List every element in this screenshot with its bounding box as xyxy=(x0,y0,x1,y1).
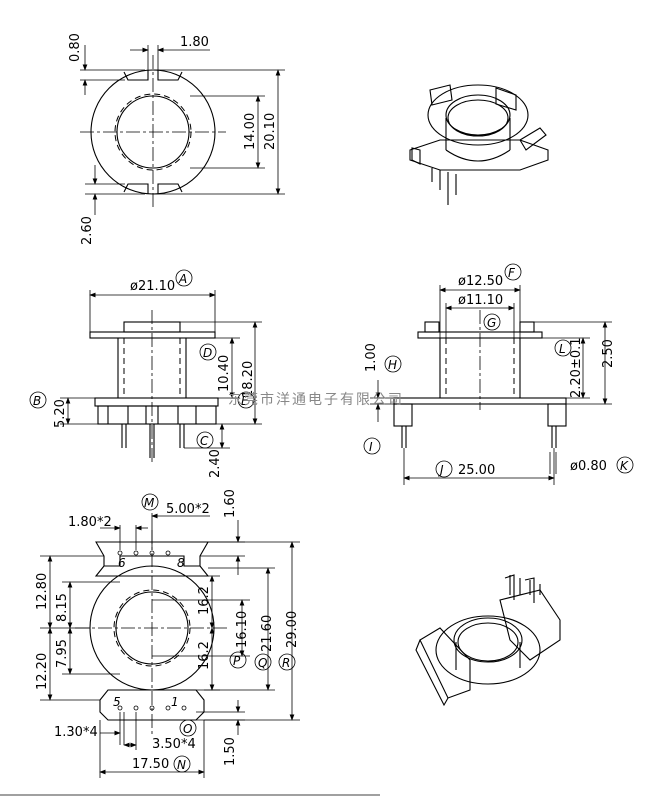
dim-21-60: 21.60 xyxy=(260,615,275,652)
bottom-view: 6 8 5 1 1.80*2 5.00*2 M 1.60 12.80 12.20… xyxy=(35,489,300,778)
label-r: R xyxy=(282,656,290,670)
dim-dia-21-10: ø21.10 xyxy=(130,279,175,294)
isometric-view-bottom xyxy=(415,574,561,707)
label-i: I xyxy=(369,440,373,454)
dim-3-50x4: 3.50*4 xyxy=(152,737,196,752)
label-b: B xyxy=(33,394,41,408)
pin-number-6: 6 xyxy=(118,556,126,570)
dim-16-2-top: 16.2 xyxy=(197,586,212,615)
label-l: L xyxy=(559,342,566,356)
watermark-text: 东莞市洋通电子有限公司 xyxy=(228,391,404,408)
label-a: A xyxy=(178,272,187,286)
label-m: M xyxy=(144,496,155,510)
dim-1-50: 1.50 xyxy=(223,737,238,766)
isometric-view-top xyxy=(409,84,549,205)
dim-5-00x2: 5.00*2 xyxy=(166,502,210,517)
label-n: N xyxy=(177,758,186,772)
dim-29-00: 29.00 xyxy=(285,611,300,648)
label-p: P xyxy=(233,654,241,668)
dim-dia-0-80: ø0.80 xyxy=(570,459,607,474)
dim-1-60: 1.60 xyxy=(223,489,238,518)
label-f: F xyxy=(508,266,516,280)
label-h: H xyxy=(388,358,397,372)
dim-18-20: 18.20 xyxy=(241,361,256,398)
pin-number-5: 5 xyxy=(113,695,121,709)
side-view: ø12.50 F ø11.10 G 1.00 H 2.20±0.1 L 2.50… xyxy=(363,263,634,485)
dim-1-00: 1.00 xyxy=(364,343,379,372)
dim-5-20: 5.20 xyxy=(53,399,68,428)
dim-1-80x2: 1.80*2 xyxy=(68,515,112,530)
label-j: J xyxy=(438,463,444,477)
dim-12-80: 12.80 xyxy=(35,573,50,610)
dim-17-50: 17.50 xyxy=(132,757,169,772)
dim-14-00: 14.00 xyxy=(243,113,258,150)
dim-1-30x4: 1.30*4 xyxy=(54,725,98,740)
dim-16-10: 16.10 xyxy=(235,611,250,648)
dim-25-00: 25.00 xyxy=(458,463,495,478)
dim-dia-12-50: ø12.50 xyxy=(458,274,503,289)
label-e: E xyxy=(241,394,249,408)
dim-8-15: 8.15 xyxy=(55,593,70,622)
dim-20-10: 20.10 xyxy=(263,113,278,150)
dim-2-20-tol: 2.20±0.1 xyxy=(569,337,584,398)
label-d: D xyxy=(203,346,212,360)
dim-10-40: 10.40 xyxy=(217,355,232,392)
front-view: ø21.10 A 10.40 D 18.20 E 5.20 B 2.40 C xyxy=(29,269,262,478)
dim-2-50: 2.50 xyxy=(601,339,616,368)
dim-dia-11-10: ø11.10 xyxy=(458,293,503,308)
dim-0-80: 0.80 xyxy=(68,33,83,62)
dim-12-20: 12.20 xyxy=(35,653,50,690)
label-o: O xyxy=(183,722,192,736)
label-k: K xyxy=(620,459,629,473)
pin-number-1: 1 xyxy=(171,695,179,709)
dim-2-40: 2.40 xyxy=(208,449,223,478)
dim-2-60: 2.60 xyxy=(80,216,95,245)
label-q: Q xyxy=(258,656,267,670)
dim-16-2-bottom: 16.2 xyxy=(197,641,212,670)
label-c: C xyxy=(200,434,209,448)
dim-1-80: 1.80 xyxy=(180,35,209,50)
pin-number-8: 8 xyxy=(177,556,185,570)
top-view: 1.80 0.80 14.00 20.10 2.60 xyxy=(68,33,285,245)
label-g: G xyxy=(487,316,496,330)
dim-7-95: 7.95 xyxy=(55,639,70,668)
